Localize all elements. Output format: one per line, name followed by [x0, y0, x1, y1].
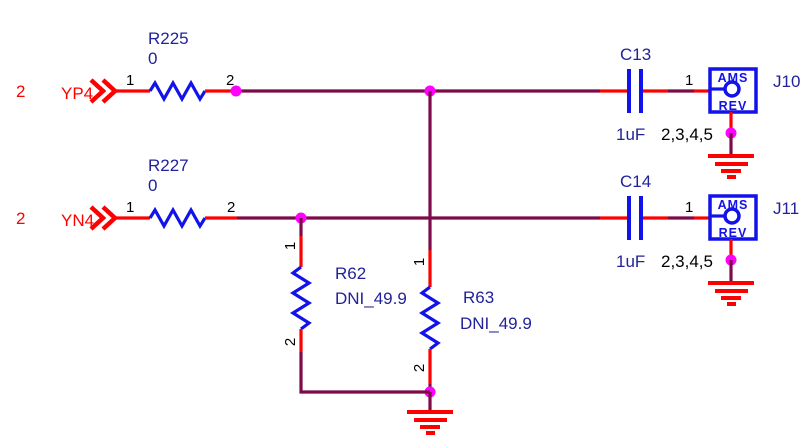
ground-symbol-icon: [708, 154, 754, 179]
j11-symbol-top-label: AMS: [718, 198, 749, 212]
resistor-r225[interactable]: R225 0: [148, 29, 207, 103]
r225-value-label: 0: [148, 49, 157, 68]
net-label-yn4: YN4: [61, 211, 94, 230]
r227-pin1-number: 1: [126, 199, 134, 216]
branch-r63: 1 R63 DNI_49.9 2: [407, 91, 532, 435]
wire-r62-to-gnd: [299, 352, 430, 394]
j10-pin-circle: [723, 80, 741, 98]
resistor-r227[interactable]: R227 0: [148, 156, 207, 230]
net-gnd-j11: 2,3,4,5: [661, 239, 754, 306]
j10-symbol-bottom-label: REV: [719, 99, 748, 113]
r63-pin1-number: 1: [411, 258, 428, 266]
j10-ref-label: J10: [773, 72, 800, 91]
r63-pin2-number: 2: [411, 364, 428, 372]
j10-symbol-top-label: AMS: [718, 71, 749, 85]
r62-pin2-number: 2: [282, 338, 299, 346]
c13-ref-label: C13: [620, 45, 651, 64]
net-label-yp4: YP4: [61, 84, 93, 103]
junction-dot: [230, 85, 242, 97]
r225-zigzag-body: [148, 79, 207, 103]
j11-ground-pins-label: 2,3,4,5: [661, 252, 713, 271]
c14-value-label: 1uF: [616, 252, 645, 271]
resistor-r62[interactable]: R62 DNI_49.9: [289, 264, 407, 331]
r63-ref-label: R63: [463, 288, 494, 307]
offpage-connector-yn4[interactable]: YN4: [61, 205, 119, 231]
j11-ref-label: J11: [773, 199, 799, 218]
capacitor-c13[interactable]: C13 1uF: [616, 45, 651, 144]
j11-pin-circle: [723, 207, 741, 225]
offpage-chevron-icon: [89, 205, 107, 231]
offpage-chevron-icon: [89, 78, 107, 104]
capacitor-c14[interactable]: C14 1uF: [616, 172, 651, 271]
r62-value-label: DNI_49.9: [335, 289, 407, 308]
net-yp4: 2 YP4 1 R225 0 2 C13 1uF 1: [16, 29, 710, 144]
r62-zigzag-body: [289, 265, 313, 331]
resistor-r63[interactable]: R63 DNI_49.9: [418, 285, 532, 351]
r225-ref-label: R225: [148, 29, 189, 48]
offpage-page-ref-yp4: 2: [16, 82, 25, 101]
ground-symbol-icon: [407, 410, 453, 435]
c13-value-label: 1uF: [616, 125, 645, 144]
r227-zigzag-body: [148, 206, 207, 230]
net-yn4: 2 YN4 1 R227 0 2 C14 1uF 1: [16, 156, 710, 271]
j11-pin1-number: 1: [685, 199, 693, 216]
r225-pin1-number: 1: [126, 72, 134, 89]
branch-r62: 1 R62 DNI_49.9 2: [282, 218, 430, 394]
j10-pin1-number: 1: [685, 72, 693, 89]
r63-zigzag-body: [418, 285, 442, 351]
offpage-page-ref-yn4: 2: [16, 209, 25, 228]
connector-j11[interactable]: AMS REV J11: [708, 194, 799, 241]
r227-ref-label: R227: [148, 156, 189, 175]
ground-symbol-icon: [708, 281, 754, 306]
j11-symbol-bottom-label: REV: [719, 226, 748, 240]
r227-value-label: 0: [148, 176, 157, 195]
r225-pin2-number: 2: [226, 72, 234, 89]
net-gnd-j10: 2,3,4,5: [661, 112, 754, 179]
j10-ground-pins-label: 2,3,4,5: [661, 125, 713, 144]
r227-pin2-number: 2: [227, 199, 235, 216]
r62-ref-label: R62: [335, 264, 366, 283]
r63-value-label: DNI_49.9: [460, 314, 532, 333]
connector-j10[interactable]: AMS REV J10: [708, 67, 800, 114]
r62-pin1-number: 1: [282, 242, 299, 250]
c14-ref-label: C14: [620, 172, 651, 191]
offpage-connector-yp4[interactable]: YP4: [61, 78, 119, 104]
